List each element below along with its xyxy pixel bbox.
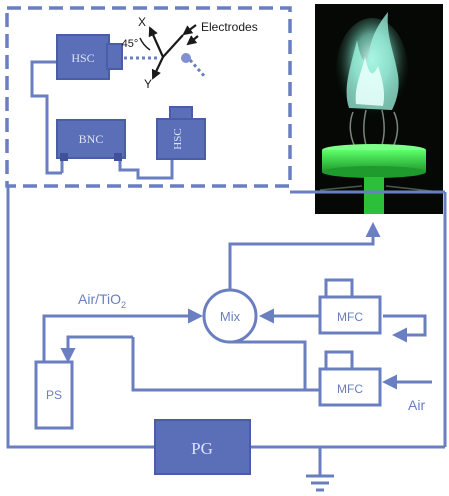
mfc-upper-label: MFC <box>337 310 363 324</box>
dotted-guide-right <box>188 59 208 79</box>
pg-box: PG <box>154 419 251 475</box>
axis-y-label: Y <box>144 77 152 91</box>
axis-geometry <box>148 26 184 80</box>
mfc-upper-box: MFC <box>318 278 382 335</box>
mix-node: Mix <box>202 288 258 344</box>
ps-label: PS <box>46 388 62 402</box>
air-label: Air <box>408 397 425 413</box>
outer-flow-frame <box>6 186 447 449</box>
angle-arc <box>139 37 151 51</box>
angle-label: 45° <box>122 38 139 50</box>
flame-photo <box>315 4 443 214</box>
ground-symbol-icon <box>306 447 334 492</box>
axis-x-label: X <box>138 15 146 29</box>
hsc-top-label: HSC <box>71 51 94 65</box>
mfc-lower-box: MFC <box>318 350 382 407</box>
bnc-box: BNC <box>56 119 126 161</box>
electrodes-label: Electrodes <box>201 20 258 34</box>
electrodes-arrows <box>182 24 199 46</box>
z-axis-arrow <box>162 34 184 58</box>
bnc-label: BNC <box>79 132 104 146</box>
pg-label: PG <box>191 439 213 458</box>
signal-wiring <box>30 60 174 180</box>
measurement-dashed-frame <box>5 6 292 188</box>
ps-box: PS <box>34 360 74 430</box>
x-axis-arrow <box>148 26 165 58</box>
hsc-right-box: HSC <box>156 106 206 160</box>
hsc-top-box: HSC <box>56 34 123 80</box>
hsc-right-label: HSC <box>172 128 184 149</box>
flame-position-dot <box>181 53 191 63</box>
y-axis-arrow <box>151 56 164 80</box>
air-tio2-label: Air/TiO2 <box>78 291 126 310</box>
mix-label: Mix <box>220 309 241 324</box>
mfc-lower-label: MFC <box>337 382 363 396</box>
